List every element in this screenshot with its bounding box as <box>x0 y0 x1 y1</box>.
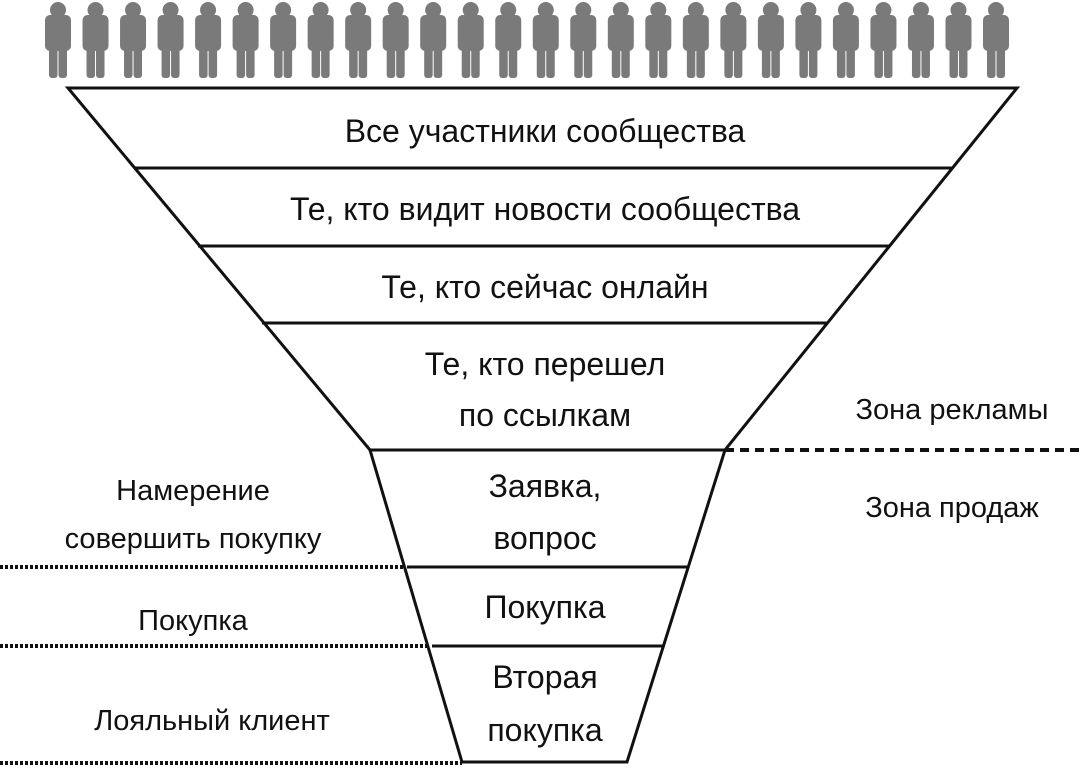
person-icon <box>795 2 822 78</box>
person-icon <box>45 2 71 78</box>
stage-label: вопрос <box>493 520 596 556</box>
person-icon <box>532 2 559 78</box>
person-icon <box>495 2 522 78</box>
stage-label: Заявка, <box>489 468 602 504</box>
person-icon <box>82 2 109 78</box>
person-icon <box>907 2 934 78</box>
person-icon <box>945 2 972 78</box>
person-icon <box>983 2 1009 78</box>
person-icon <box>457 2 484 78</box>
person-icon <box>832 2 859 78</box>
intent-label: совершить покупку <box>65 523 322 555</box>
crowd-row <box>45 2 1009 78</box>
person-icon <box>345 2 372 78</box>
person-icon <box>870 2 897 78</box>
stage-label: Те, кто сейчас онлайн <box>381 269 708 305</box>
person-icon <box>270 2 297 78</box>
person-icon <box>607 2 634 78</box>
person-icon <box>420 2 447 78</box>
funnel-narrow-part <box>367 448 728 764</box>
stage-label: Вторая <box>492 659 597 695</box>
stage-label: Те, кто перешел <box>425 346 665 382</box>
stage-label: Все участники сообщества <box>345 113 746 149</box>
stage-label: Те, кто видит новости сообщества <box>290 191 800 227</box>
person-icon <box>307 2 334 78</box>
person-icon <box>195 2 222 78</box>
person-icon <box>757 2 784 78</box>
person-icon <box>720 2 747 78</box>
loyal-client-label: Лояльный клиент <box>94 705 330 737</box>
person-icon <box>232 2 259 78</box>
person-icon <box>570 2 597 78</box>
person-icon <box>157 2 184 78</box>
stage-label: покупка <box>487 712 603 748</box>
person-icon <box>682 2 709 78</box>
person-icon <box>382 2 409 78</box>
purchase-label: Покупка <box>138 605 249 637</box>
intent-label: Намерение <box>116 475 270 507</box>
zone-sales-label: Зона продаж <box>865 492 1039 524</box>
zone-advertising-label: Зона рекламы <box>856 394 1049 426</box>
stage-label: по ссылкам <box>459 397 631 433</box>
person-icon <box>645 2 672 78</box>
person-icon <box>120 2 147 78</box>
stage-label: Покупка <box>485 589 606 625</box>
